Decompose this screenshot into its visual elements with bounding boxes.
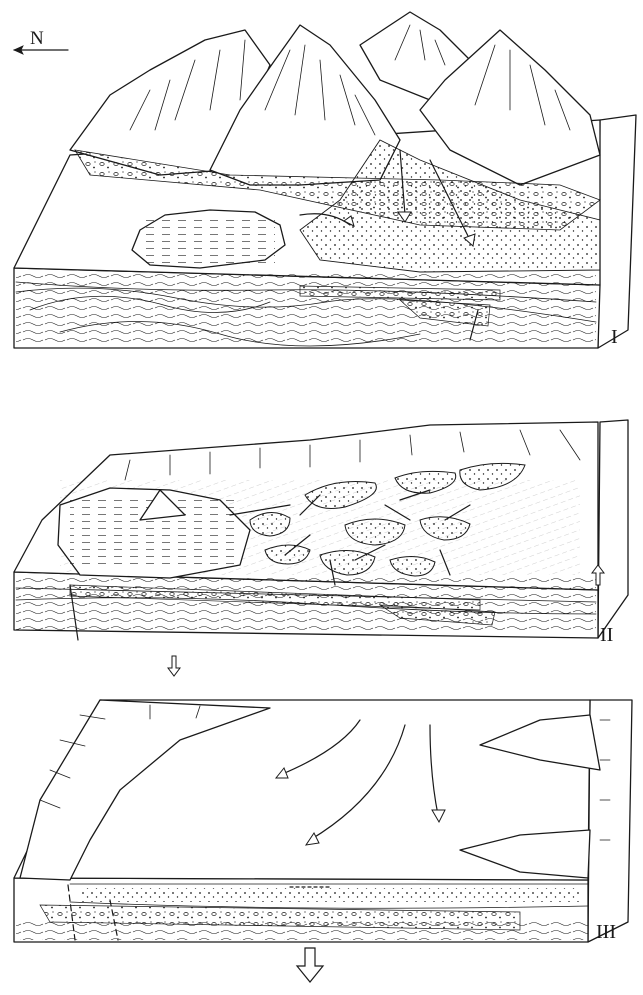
panel-1-label: I <box>611 326 618 348</box>
panel-3-label: III <box>596 921 616 943</box>
panel-3-block: III <box>14 700 632 982</box>
panel-1-right-face <box>598 115 636 348</box>
panel-2-label: II <box>600 624 613 646</box>
panel-2-subsidence-arrow <box>168 656 180 676</box>
north-label: N <box>30 28 44 49</box>
panel-2-right-face <box>598 420 628 638</box>
panel-2-block: II <box>14 420 628 676</box>
panel-1-strata <box>16 272 596 346</box>
panel-3-strata <box>16 884 588 940</box>
panel-3-right-face <box>588 700 632 942</box>
panel-1-block: I <box>14 12 636 348</box>
panel-3-subsidence-arrow <box>297 948 323 982</box>
north-arrow: N <box>14 28 68 54</box>
